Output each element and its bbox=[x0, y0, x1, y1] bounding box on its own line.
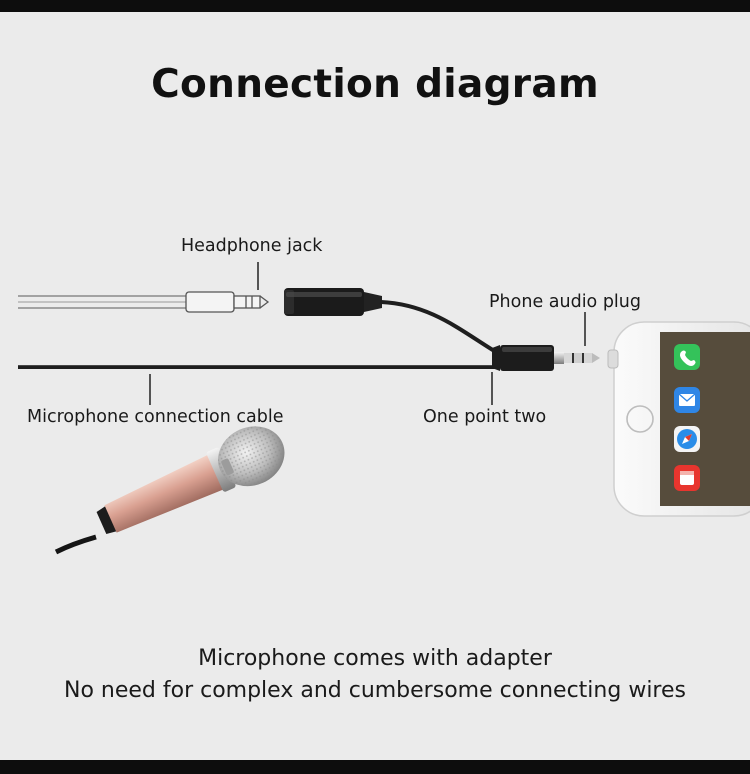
page-title: Connection diagram bbox=[151, 62, 599, 107]
caption-line-2: No need for complex and cumbersome conne… bbox=[63, 678, 686, 703]
phone-icon bbox=[674, 344, 700, 370]
headphone-cable bbox=[18, 295, 186, 309]
mini-microphone bbox=[54, 426, 285, 555]
safari-icon bbox=[674, 426, 700, 452]
phone-audio-plug-label: Phone audio plug bbox=[489, 292, 641, 312]
microphone-connection-cable-label: Microphone connection cable bbox=[27, 407, 284, 427]
adapter-cable bbox=[379, 300, 498, 354]
headphone-plug bbox=[185, 291, 270, 313]
caption-line-1: Microphone comes with adapter bbox=[198, 646, 552, 671]
female-jack-adapter bbox=[284, 288, 382, 316]
microphone-cable bbox=[18, 365, 496, 369]
one-point-two-splitter bbox=[492, 345, 554, 371]
mail-icon bbox=[674, 387, 700, 413]
calendar-icon bbox=[674, 465, 700, 491]
phone-audio-plug bbox=[554, 352, 600, 364]
headphone-jack-label: Headphone jack bbox=[181, 236, 323, 256]
one-point-two-label: One point two bbox=[423, 407, 547, 427]
home-button bbox=[626, 405, 654, 433]
phone bbox=[607, 321, 750, 517]
